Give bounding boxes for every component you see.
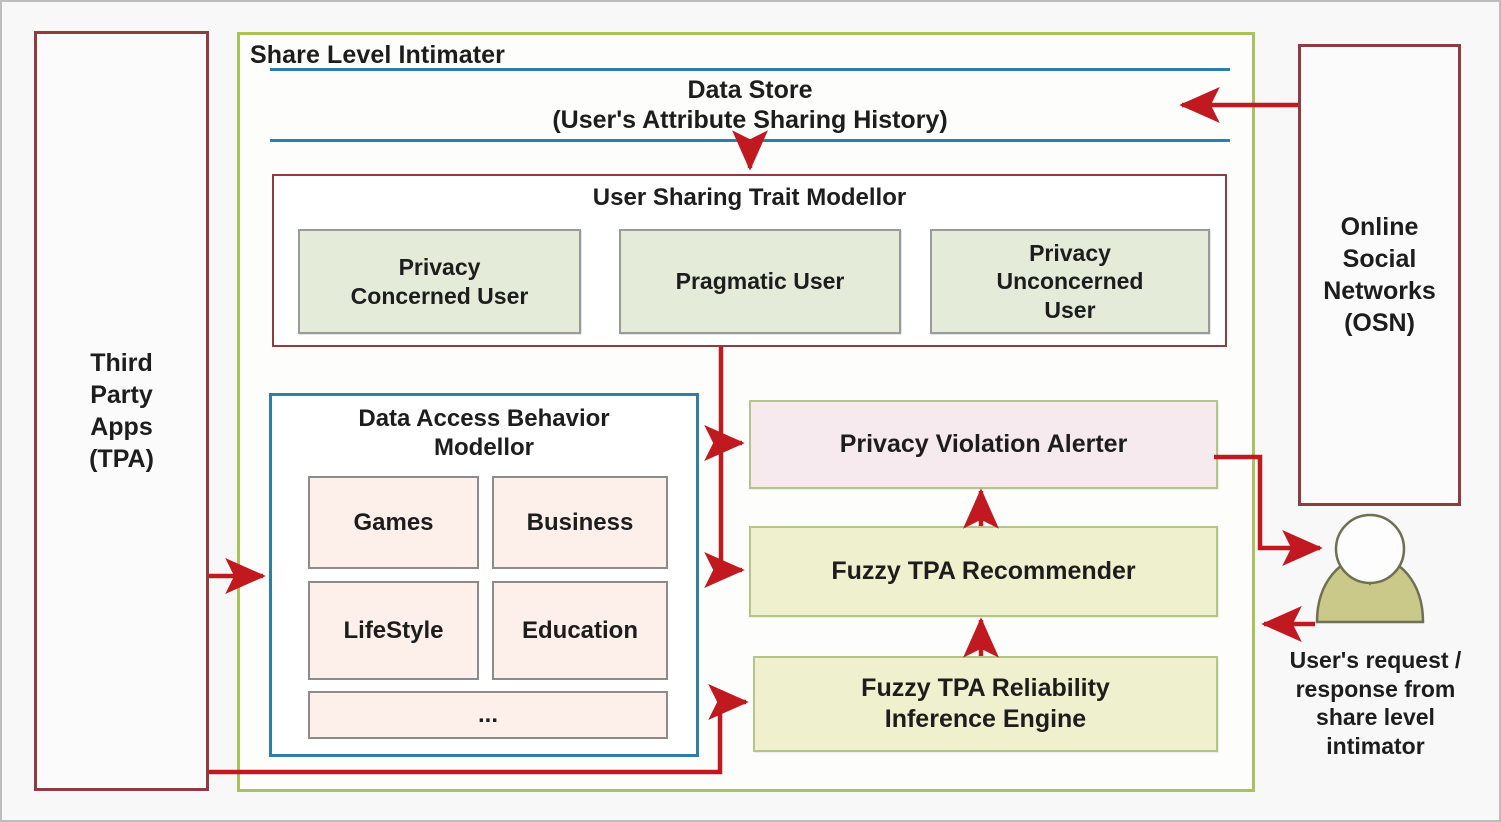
trait-cell-2-line-3: User — [1044, 296, 1096, 323]
share-level-intimater-title: Share Level Intimater — [250, 41, 505, 69]
trait-cell-label: Pragmatic User — [676, 267, 845, 295]
user-caption-line-1: User's request / — [1289, 647, 1462, 673]
module-2-line-1: Fuzzy TPA Reliability — [861, 674, 1110, 702]
tpa-line-4: (TPA) — [89, 445, 154, 473]
trait-cell-2-line-1: Privacy — [1029, 240, 1111, 267]
trait-cell-label: Privacy Unconcerned User — [997, 239, 1144, 323]
behavior-modellor-title: Data Access Behavior Modellor — [278, 405, 690, 463]
module-0-line-1: Privacy Violation Alerter — [839, 430, 1128, 458]
app-category-label: ... — [477, 701, 498, 728]
trait-modellor-title: User Sharing Trait Modellor — [592, 184, 907, 211]
trait-cell-pragmatic-user[interactable]: Pragmatic User — [619, 229, 901, 334]
user-caption-line-2: response from — [1295, 675, 1456, 702]
osn-line-4: (OSN) — [1344, 309, 1415, 337]
app-category-label: Games — [353, 508, 434, 536]
app-category-label: Business — [526, 508, 634, 536]
tpa-line-1: Third — [90, 349, 153, 377]
module-label: Fuzzy TPA Reliability Inference Engine — [861, 673, 1110, 735]
actor-osn-label: Online Social Networks (OSN) — [1323, 211, 1436, 339]
tpa-line-3: Apps — [90, 413, 153, 441]
actor-third-party-apps: Third Party Apps (TPA) — [34, 31, 209, 791]
module-label: Fuzzy TPA Recommender — [831, 556, 1135, 587]
user-sharing-trait-modellor: User Sharing Trait Modellor Privacy Conc… — [272, 174, 1227, 347]
module-privacy-violation-alerter[interactable]: Privacy Violation Alerter — [749, 400, 1218, 489]
actor-online-social-networks: Online Social Networks (OSN) — [1298, 44, 1461, 506]
osn-line-1: Online — [1340, 213, 1419, 241]
app-category-more[interactable]: ... — [308, 691, 668, 739]
module-fuzzy-tpa-reliability-inference-engine[interactable]: Fuzzy TPA Reliability Inference Engine — [753, 656, 1218, 752]
trait-cell-0-line-1: Privacy — [398, 254, 481, 281]
trait-cell-1-line-1: Pragmatic User — [675, 268, 845, 295]
app-category-education[interactable]: Education — [492, 581, 668, 680]
dabm-title-line-1: Data Access Behavior — [358, 405, 610, 432]
module-2-line-2: Inference Engine — [884, 705, 1087, 733]
module-fuzzy-tpa-recommender[interactable]: Fuzzy TPA Recommender — [749, 526, 1218, 617]
user-caption-line-3: share level — [1316, 704, 1435, 731]
trait-cell-2-line-2: Unconcerned — [996, 268, 1144, 295]
actor-third-party-apps-label: Third Party Apps (TPA) — [89, 347, 154, 475]
data-store-title: Data Store — [687, 75, 813, 104]
module-label: Privacy Violation Alerter — [840, 429, 1128, 460]
data-store: Data Store (User's Attribute Sharing His… — [270, 68, 1230, 142]
user-caption-line-4: intimator — [1326, 732, 1425, 759]
data-access-behavior-modellor: Data Access Behavior Modellor Games Busi… — [269, 393, 699, 757]
osn-line-3: Networks — [1323, 277, 1436, 305]
app-category-label: LifeStyle — [343, 616, 444, 644]
osn-line-2: Social — [1342, 245, 1417, 273]
trait-cell-0-line-2: Concerned User — [350, 282, 529, 309]
trait-cell-privacy-concerned-user[interactable]: Privacy Concerned User — [298, 229, 581, 334]
tpa-line-2: Party — [90, 381, 153, 409]
app-category-business[interactable]: Business — [492, 476, 668, 569]
app-category-label: Education — [521, 616, 638, 644]
end-user-caption: User's request / response from share lev… — [1258, 646, 1493, 760]
trait-cell-label: Privacy Concerned User — [351, 253, 529, 309]
data-store-subtitle: (User's Attribute Sharing History) — [552, 106, 948, 134]
app-category-games[interactable]: Games — [308, 476, 479, 569]
module-1-line-1: Fuzzy TPA Recommender — [831, 557, 1136, 585]
app-category-lifestyle[interactable]: LifeStyle — [308, 581, 479, 680]
end-user-avatar — [1315, 513, 1425, 624]
trait-cell-privacy-unconcerned-user[interactable]: Privacy Unconcerned User — [930, 229, 1210, 334]
avatar-head — [1334, 513, 1406, 585]
dabm-title-line-2: Modellor — [434, 433, 534, 461]
avatar-collar — [1352, 554, 1388, 586]
avatar-body — [1315, 554, 1425, 624]
